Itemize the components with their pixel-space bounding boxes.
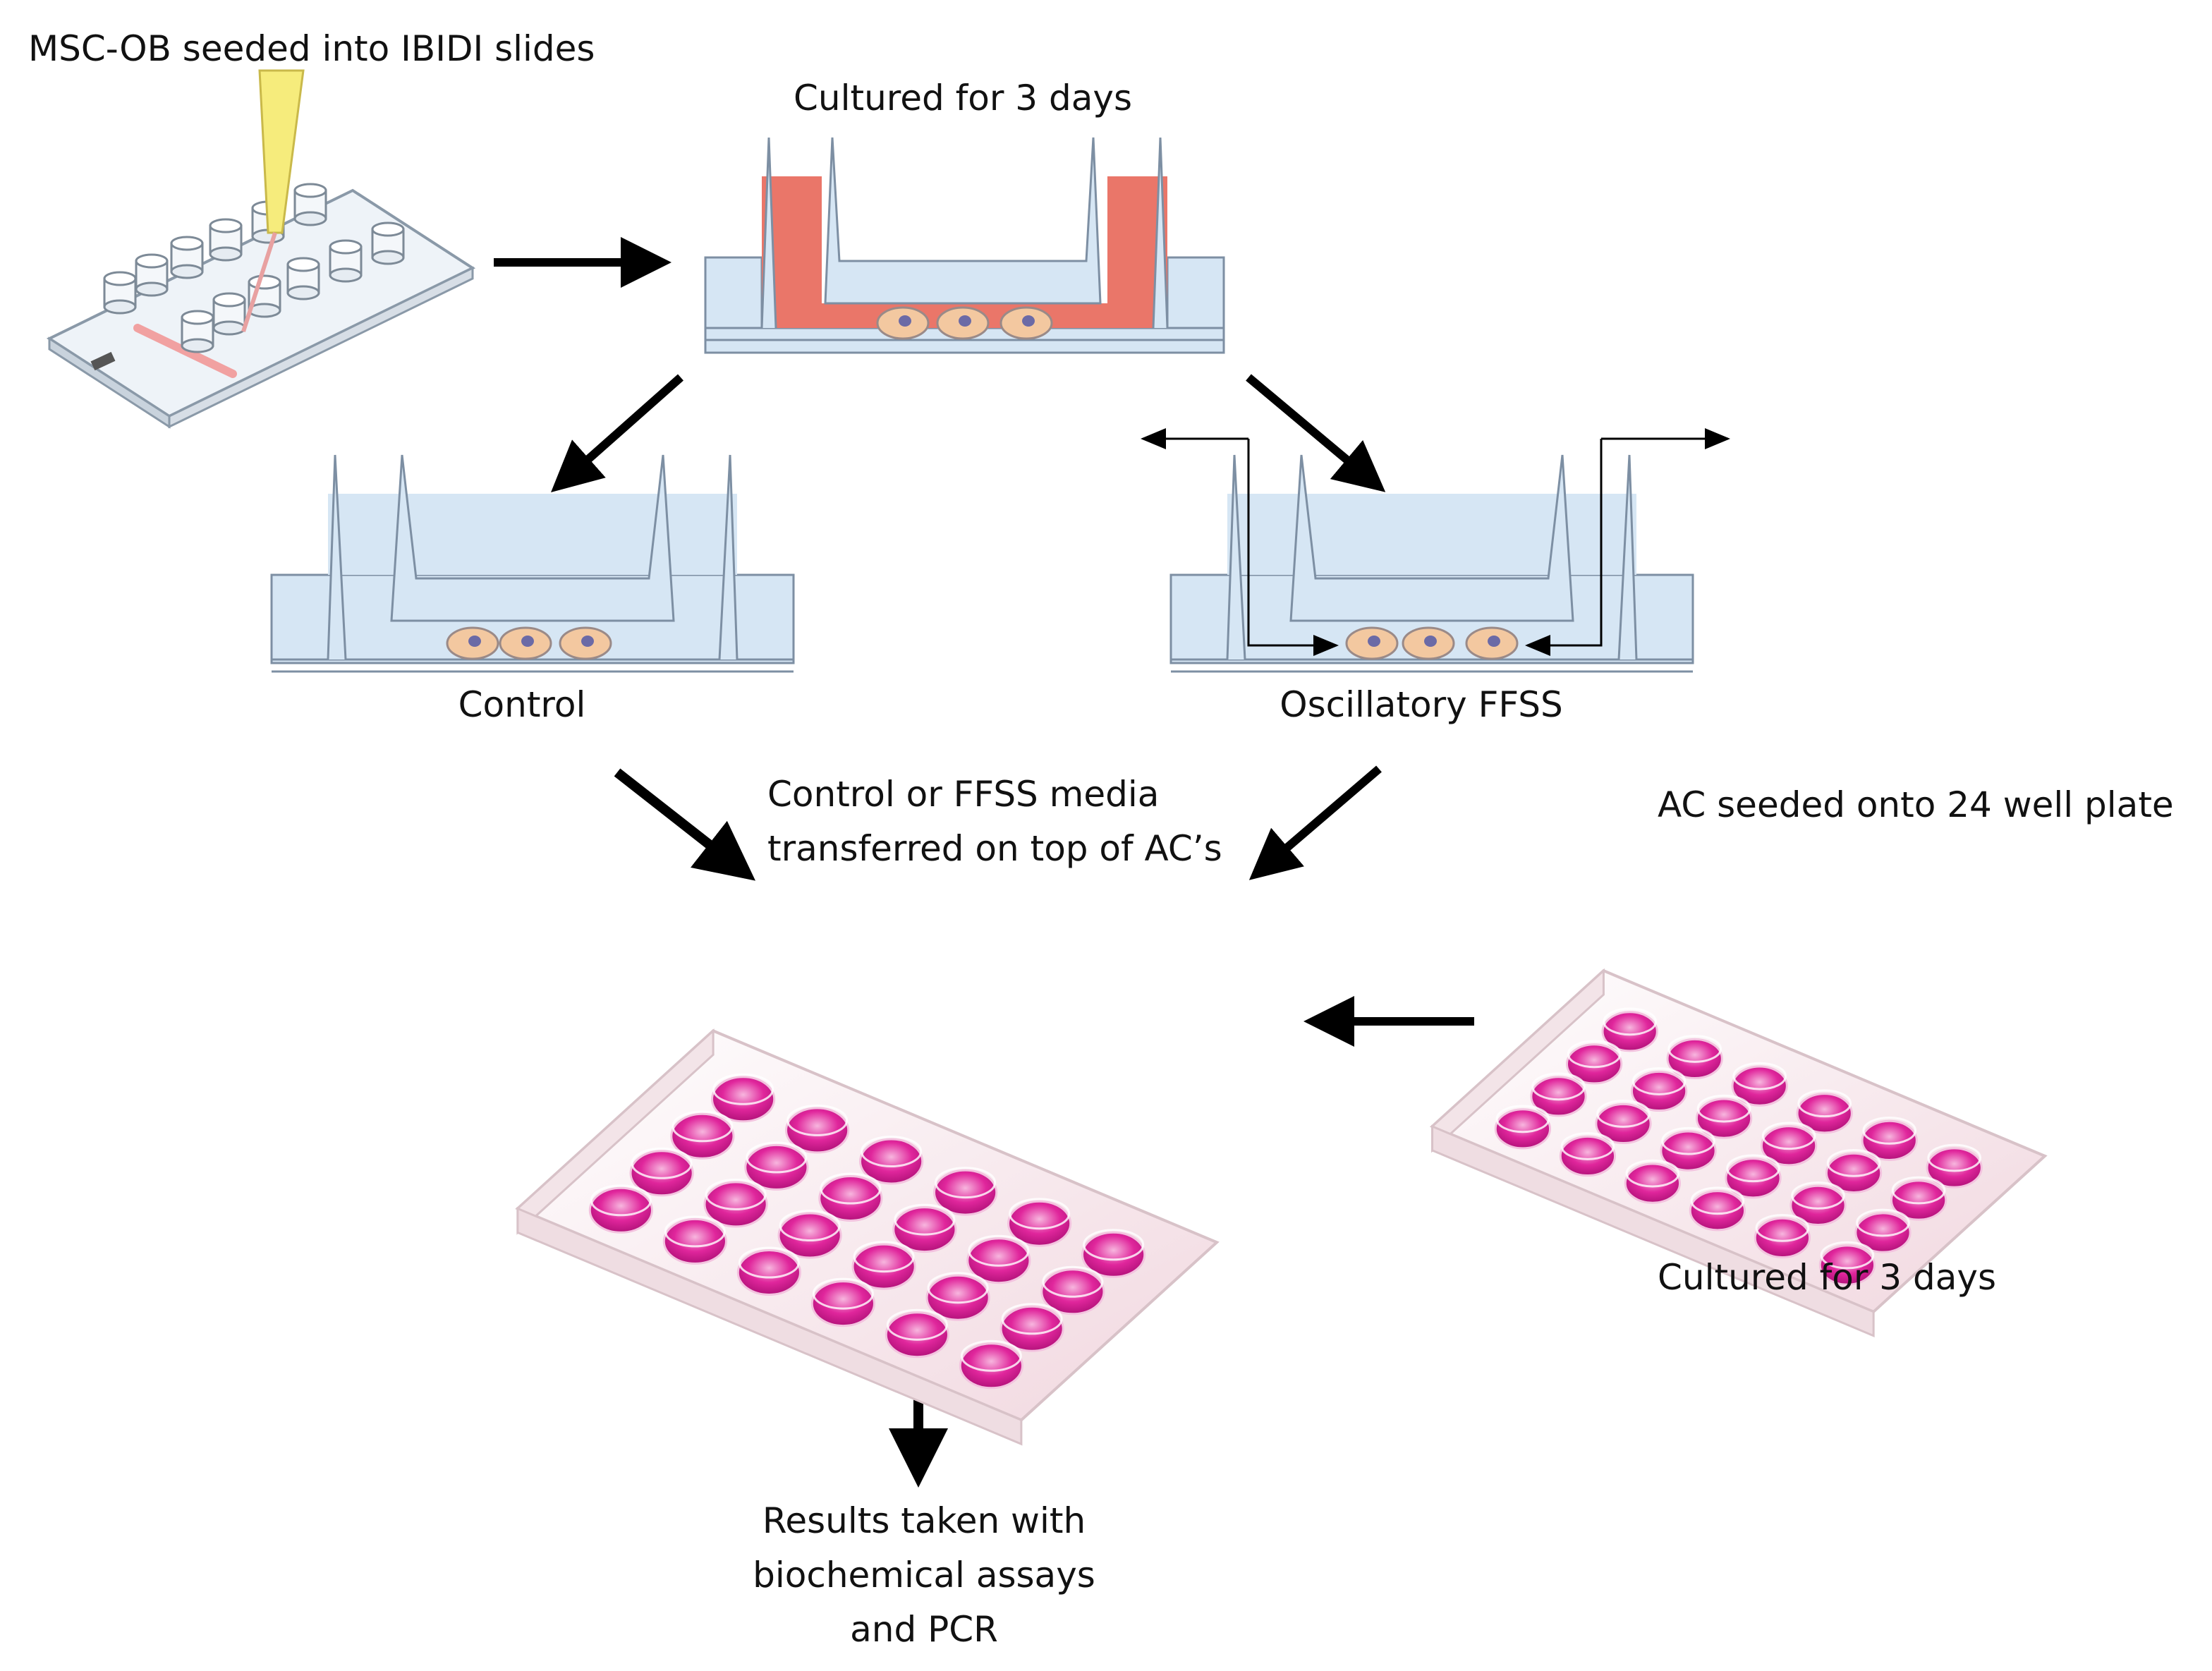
cell-icon xyxy=(1345,626,1399,660)
culture-chamber-icon xyxy=(270,454,795,673)
culture-chamber-icon xyxy=(1169,454,1694,673)
label-media-transfer-1: Control or FFSS media xyxy=(767,774,1160,815)
oscillatory-flow-arrows xyxy=(1141,428,1730,656)
cell-icon xyxy=(999,306,1053,340)
label-oscillatory-ffss: Oscillatory FFSS xyxy=(1280,684,1563,725)
arrow-culture-to-ffss xyxy=(1246,374,1386,492)
label-results-2: biochemical assays xyxy=(753,1555,1095,1596)
cell-icon xyxy=(559,626,612,660)
label-msc-seeded: MSC-OB seeded into IBIDI slides xyxy=(28,28,595,69)
label-cultured-right: Cultured for 3 days xyxy=(1658,1257,1997,1298)
arrow-culture-to-control xyxy=(551,374,683,492)
culture-chamber-icon xyxy=(704,137,1225,354)
label-cultured-top: Cultured for 3 days xyxy=(793,78,1132,119)
label-ac-seeded: AC seeded onto 24 well plate xyxy=(1658,784,2174,825)
cell-icon xyxy=(936,306,990,340)
well-plate-icon xyxy=(1429,968,2048,1337)
cell-icon xyxy=(499,626,552,660)
ibidi-slide-icon xyxy=(46,183,476,429)
label-results-3: and PCR xyxy=(850,1609,998,1650)
arrow-ffss-to-plate xyxy=(1248,765,1382,880)
label-results-1: Results taken with xyxy=(762,1500,1086,1541)
cell-icon xyxy=(876,306,930,340)
cell-icon xyxy=(446,626,499,660)
well-plate-icon xyxy=(515,1028,1220,1446)
label-control: Control xyxy=(458,684,586,725)
cell-icon xyxy=(1465,626,1519,660)
pipette-icon xyxy=(241,69,305,332)
arrow-control-to-plate xyxy=(614,768,756,881)
label-media-transfer-2: transferred on top of AC’s xyxy=(767,828,1222,869)
cell-icon xyxy=(1402,626,1455,660)
